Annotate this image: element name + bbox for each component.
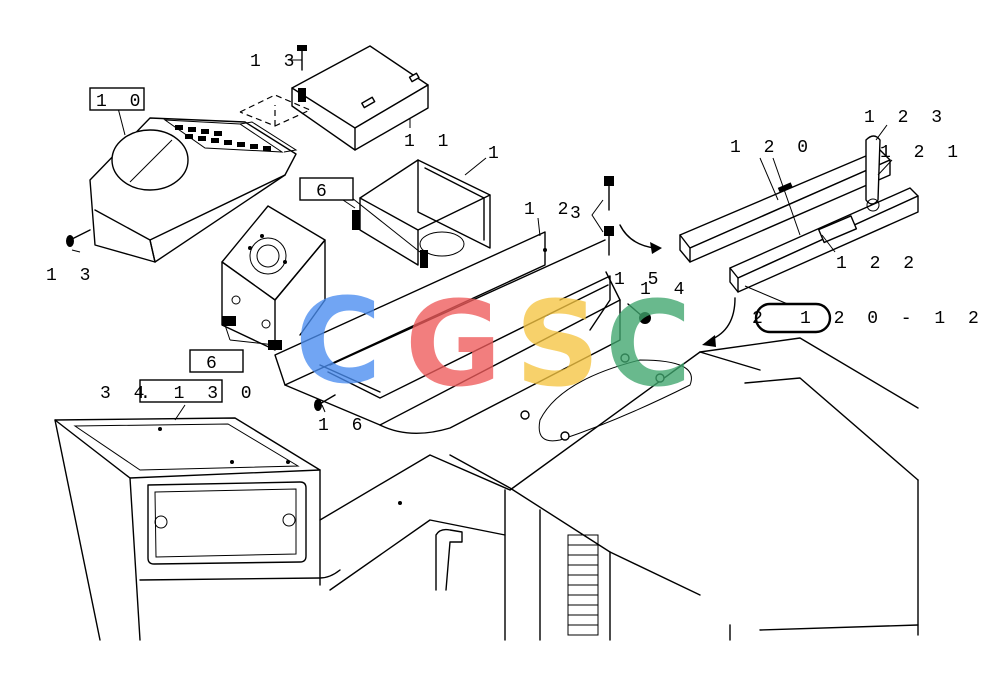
watermark: C G S C xyxy=(295,272,692,413)
label-13-top: 1 3 xyxy=(250,52,300,72)
label-box-6-top xyxy=(299,177,354,201)
watermark-letter-c2: C xyxy=(605,275,692,413)
slide-rails xyxy=(679,135,919,293)
keypad-grid xyxy=(175,125,271,151)
screw-13-left xyxy=(66,229,91,247)
label-11: 1 1 xyxy=(404,132,454,152)
control-panel-cover xyxy=(89,117,298,263)
label-13-left: 1 3 xyxy=(46,266,96,286)
label-122: 1 2 2 xyxy=(836,254,920,274)
label-1: 1 xyxy=(488,144,505,164)
machine-body xyxy=(319,337,919,641)
label-120-123-range: 1 2 0 - 1 2 3 xyxy=(800,309,1000,329)
label-121: 1 2 1 xyxy=(880,143,964,163)
label-15: 1 5 xyxy=(614,270,664,290)
washer-15 xyxy=(639,312,651,324)
base-cabinet xyxy=(54,417,341,641)
top-cover-plate xyxy=(291,45,429,151)
label-16: 1 6 xyxy=(318,416,368,436)
label-12: 1 2 xyxy=(524,200,574,220)
mounting-frame xyxy=(352,159,491,268)
screw-14 xyxy=(627,303,643,317)
watermark-letter-s: S xyxy=(515,275,600,413)
leader-lines xyxy=(71,59,893,421)
label-3: 3 xyxy=(570,204,587,224)
screw-16 xyxy=(314,394,336,411)
sensor-housing xyxy=(221,205,326,351)
label-10: 1 0 xyxy=(96,92,146,112)
label-box-10 xyxy=(89,87,145,111)
label-123: 1 2 3 xyxy=(864,108,948,128)
bolts-3 xyxy=(591,176,614,256)
label-14: 1 4 xyxy=(640,280,690,300)
label-34: 3 4 xyxy=(100,384,150,404)
vent-grille xyxy=(567,534,599,636)
dashed-guide-10-11 xyxy=(239,94,312,127)
label-box-130 xyxy=(139,379,223,403)
assembly-arrows xyxy=(619,224,736,347)
label-130: . 1 3 0 xyxy=(140,384,258,404)
label-6-bottom: 6 xyxy=(206,354,223,374)
label-2: 2 xyxy=(752,309,769,329)
tray-assembly xyxy=(274,231,621,435)
watermark-letter-c1: C xyxy=(295,272,382,410)
label-120: 1 2 0 xyxy=(730,138,814,158)
watermark-letter-g: G xyxy=(405,275,502,413)
label-6-top: 6 xyxy=(316,182,333,202)
label-oval-2 xyxy=(754,302,832,334)
label-box-6-bottom xyxy=(189,349,244,373)
